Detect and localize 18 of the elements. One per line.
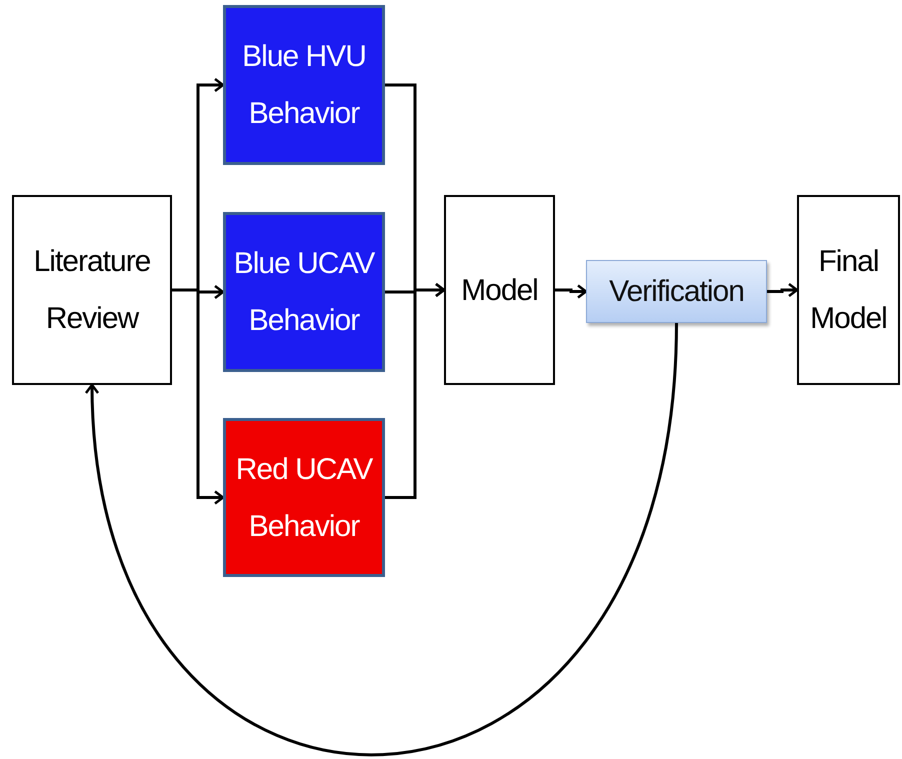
process-box bbox=[586, 260, 767, 323]
process-box bbox=[223, 418, 385, 577]
box-label: Blue HVU Behavior bbox=[241, 39, 367, 132]
box-label: Blue UCAV Behavior bbox=[232, 246, 376, 339]
arrow bbox=[555, 284, 588, 299]
box-label: Verification bbox=[608, 274, 745, 310]
process-box bbox=[797, 195, 900, 385]
arrow bbox=[385, 282, 446, 499]
process-box bbox=[444, 195, 555, 385]
box-label: Literature Review bbox=[32, 244, 152, 337]
arrow bbox=[86, 322, 678, 756]
process-box bbox=[12, 195, 172, 385]
box-label: Final Model bbox=[809, 244, 888, 337]
process-box bbox=[223, 212, 385, 372]
box-label: Model bbox=[460, 272, 539, 308]
box-label: Red UCAV Behavior bbox=[234, 452, 374, 544]
process-box bbox=[223, 5, 385, 165]
arrow bbox=[767, 282, 798, 298]
